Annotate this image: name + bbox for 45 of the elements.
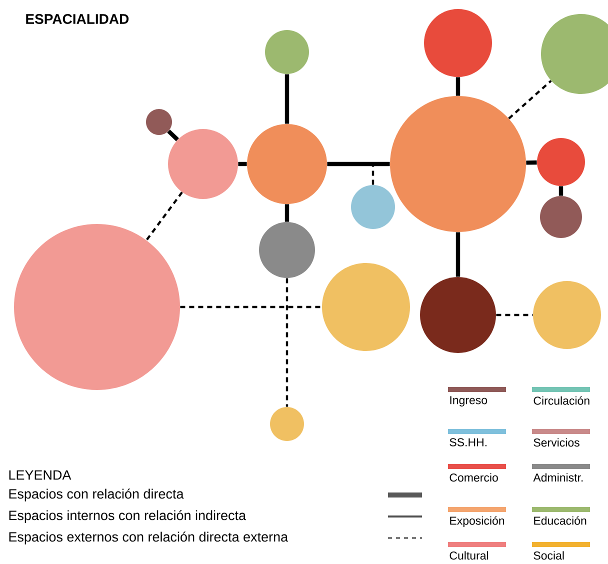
connector-line [180, 306, 322, 308]
space-circle [540, 196, 582, 238]
space-circle [265, 30, 309, 74]
connector-line [284, 74, 290, 124]
legend-label: Exposición [450, 516, 504, 528]
connector-line [526, 160, 537, 165]
legend-label: Espacios con relación directa [9, 488, 184, 502]
legend-label: Cultural [450, 551, 488, 560]
connector-line [372, 162, 374, 185]
diagram-title: ESPACIALIDAD [26, 14, 129, 24]
space-circle [424, 9, 492, 77]
connector-line [456, 232, 460, 277]
space-circle [247, 124, 327, 204]
connector-line [558, 186, 564, 196]
legend-label: Circulación [534, 396, 590, 405]
connector-line [167, 130, 179, 142]
connector-line [284, 204, 290, 222]
space-circle [146, 109, 172, 135]
legend-label: Social [534, 551, 564, 560]
connector-line [238, 162, 247, 166]
legend-label: Comercio [450, 473, 498, 482]
connector-line [286, 278, 288, 407]
legend-label: Servicios [534, 438, 580, 447]
connector-line [146, 192, 183, 241]
space-circle [14, 224, 180, 390]
space-circle [322, 263, 410, 351]
legend-label: Ingreso [450, 396, 488, 406]
legend-label: Espacios internos con relación indirecta [9, 510, 246, 523]
connector-line [456, 77, 460, 96]
legend-heading: LEYENDA [9, 470, 72, 480]
legend-label: Educación [534, 516, 586, 525]
connector-line [327, 162, 390, 166]
space-circle [351, 185, 395, 229]
legend-label: Espacios externos con relación directa externa [9, 532, 288, 544]
connector-line [496, 314, 533, 316]
legend-label: Administr. [533, 473, 583, 482]
space-circle [270, 407, 304, 441]
legend-label: SS.HH. [450, 438, 486, 446]
space-circle [533, 281, 601, 349]
connector-line [508, 80, 552, 120]
space-circle [168, 129, 238, 199]
space-circle [420, 277, 496, 353]
space-circle [537, 138, 585, 186]
space-circle [390, 96, 526, 232]
space-circle [259, 222, 315, 278]
